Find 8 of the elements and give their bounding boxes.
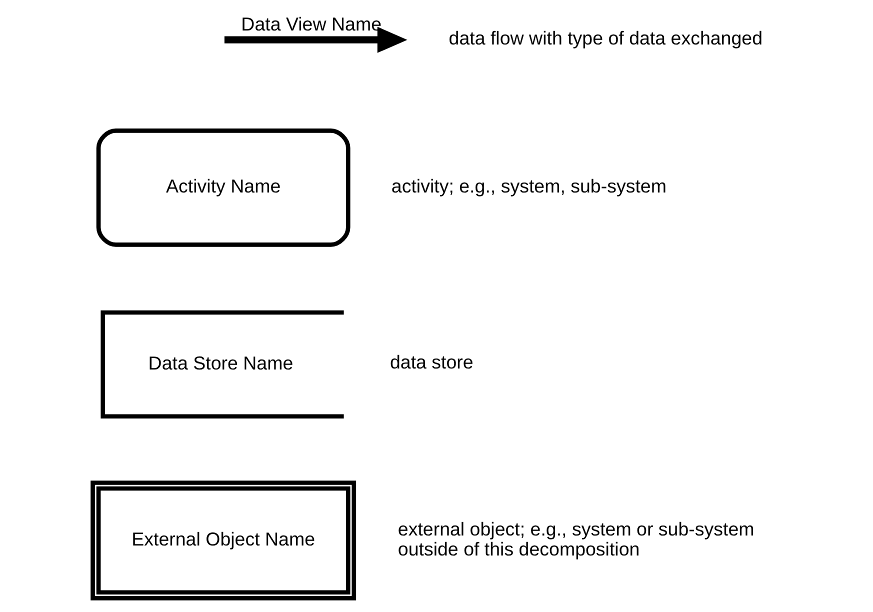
node-label: activity; e.g., system, sub-system bbox=[391, 176, 666, 197]
label: Data View Name bbox=[241, 13, 382, 34]
node-label: external object; e.g., system or sub-system outside of this decomposition bbox=[398, 518, 754, 560]
legend-label: data flow with type of data exchanged bbox=[448, 28, 763, 49]
node-text: Data Store Name bbox=[148, 352, 294, 374]
node-box: External Object Name bbox=[90, 480, 356, 600]
node-label: data store bbox=[390, 352, 474, 373]
node-box: Activity Name bbox=[96, 128, 350, 247]
